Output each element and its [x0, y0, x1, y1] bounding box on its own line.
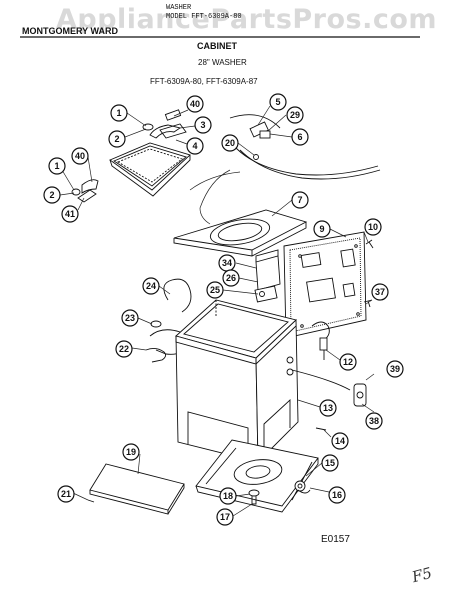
callout-label: 40 [75, 151, 85, 161]
callout-label: 25 [210, 285, 220, 295]
callout-40b: 40 [71, 147, 89, 165]
callout-22: 22 [115, 340, 133, 358]
callout-13: 13 [319, 399, 337, 417]
callout-label: 6 [297, 132, 302, 142]
callout-label: 13 [323, 403, 333, 413]
callout-label: 4 [192, 141, 197, 151]
callout-14: 14 [331, 432, 349, 450]
top-cover [173, 209, 308, 257]
toe-panel-screw [87, 499, 95, 503]
callout-1b: 1 [48, 157, 66, 175]
callout-label: 37 [375, 287, 385, 297]
callout-label: 9 [319, 224, 324, 234]
leader-lines [59, 105, 375, 517]
callout-label: 2 [114, 134, 119, 144]
callout-24: 24 [142, 277, 160, 295]
callout-18: 18 [219, 487, 237, 505]
callout-3: 3 [194, 116, 212, 134]
callout-label: 16 [332, 490, 342, 500]
callout-label: 29 [290, 110, 300, 120]
callout-34: 34 [218, 254, 236, 272]
callout-4: 4 [186, 137, 204, 155]
model-type-label: WASHER [166, 4, 192, 12]
callout-label: 21 [61, 489, 71, 499]
callout-40a: 40 [186, 95, 204, 113]
callout-label: 1 [116, 108, 121, 118]
callout-26: 26 [222, 269, 240, 287]
brand-label: MONTGOMERY WARD [22, 26, 118, 36]
leveling-foot [248, 489, 260, 505]
callout-label: 18 [223, 491, 233, 501]
callout-label: 3 [200, 120, 205, 130]
callout-label: 22 [119, 344, 129, 354]
model-number-label: MODEL FFT-6309A-80 [166, 13, 242, 21]
callout-label: 40 [190, 99, 200, 109]
callout-9: 9 [313, 220, 331, 238]
control-bracket [254, 249, 281, 303]
callout-5: 5 [269, 93, 287, 111]
callout-16: 16 [328, 486, 346, 504]
callout-2a: 2 [108, 130, 126, 148]
callout-label: 39 [390, 364, 400, 374]
callout-41: 41 [61, 205, 79, 223]
callout-label: 17 [220, 512, 230, 522]
screws-right [363, 239, 374, 308]
callout-10: 10 [364, 218, 382, 236]
callout-label: 15 [325, 458, 335, 468]
callout-23: 23 [121, 309, 139, 327]
callout-label: 38 [369, 416, 379, 426]
models-label: FFT-6309A-80, FFT-6309A-87 [150, 77, 258, 86]
callout-label: 14 [335, 436, 345, 446]
callout-label: 5 [275, 97, 280, 107]
callout-1a: 1 [110, 104, 128, 122]
callout-19: 19 [122, 443, 140, 461]
toe-panel [89, 463, 185, 515]
callout-29: 29 [286, 106, 304, 124]
callout-label: 34 [222, 258, 232, 268]
lid-hinge-parts [71, 179, 99, 203]
retaining-pin [315, 427, 327, 431]
callout-15: 15 [321, 454, 339, 472]
product-label: 28" WASHER [198, 58, 247, 67]
hose-clip [291, 369, 367, 407]
wire-harness [311, 321, 330, 360]
callout-2b: 2 [43, 186, 61, 204]
callout-39: 39 [386, 360, 404, 378]
callout-25: 25 [206, 281, 224, 299]
callout-label: 23 [125, 313, 135, 323]
callout-label: 26 [226, 273, 236, 283]
callout-label: 10 [368, 222, 378, 232]
callout-17: 17 [216, 508, 234, 526]
callout-7: 7 [291, 191, 309, 209]
callout-label: 2 [49, 190, 54, 200]
callout-21: 21 [57, 485, 75, 503]
callout-6: 6 [291, 128, 309, 146]
callout-12: 12 [339, 353, 357, 371]
watermark: AppliancePartsPros.com [56, 4, 438, 35]
callout-38: 38 [365, 412, 383, 430]
callout-label: 24 [146, 281, 156, 291]
callout-label: 19 [126, 447, 136, 457]
callout-label: 1 [54, 161, 59, 171]
lid-upper-parts [142, 109, 187, 139]
diagram-code: E0157 [321, 534, 350, 545]
cabinet-body [175, 299, 299, 464]
leveling-leg [297, 489, 311, 494]
callout-label: 12 [343, 357, 353, 367]
callout-label: 41 [65, 209, 75, 219]
callout-label: 20 [225, 138, 235, 148]
lid-switch-parts [229, 114, 381, 180]
washer-lid [109, 142, 191, 197]
callout-37: 37 [371, 283, 389, 301]
console-panel [283, 231, 367, 339]
section-title: CABINET [197, 41, 237, 51]
callout-20: 20 [221, 134, 239, 152]
callout-label: 7 [297, 195, 302, 205]
